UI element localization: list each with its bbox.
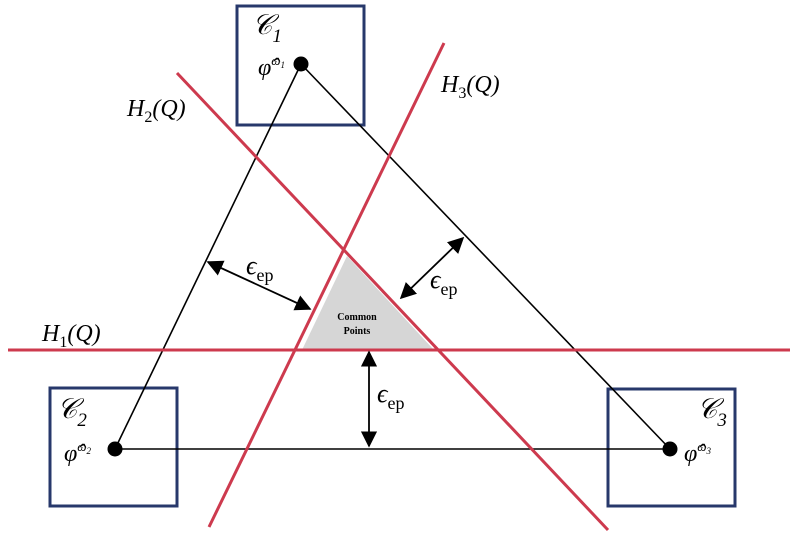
centroid-3-label: φ̂ω3 (684, 439, 711, 467)
common-points-label-line2: Points (344, 326, 371, 337)
cluster-1-box (235, 4, 366, 127)
cluster-2-label: 𝒞2 (57, 394, 87, 431)
common-points-label-line1: Common (337, 312, 377, 323)
epsilon-label-left: ϵep (246, 251, 273, 285)
hyperplane-2-line (175, 71, 610, 532)
hyperplane-3-label: H3(Q) (440, 72, 500, 102)
centroid-2-point (107, 441, 123, 457)
epsilon-label-right: ϵep (430, 265, 457, 299)
cluster-1-label: 𝒞1 (252, 10, 282, 47)
epsilon-arrow-right (399, 236, 465, 300)
edge-1-3 (300, 63, 671, 450)
edge-1-2 (114, 63, 302, 450)
cluster-3-box (606, 387, 737, 508)
hyperplane-2-label: H2(Q) (126, 96, 186, 126)
centroid-1-label: φ̂ω1 (258, 53, 285, 81)
centroid-3-point (662, 441, 678, 457)
centroid-1-point (293, 56, 309, 72)
epsilon-arrow-left (206, 260, 312, 311)
epsilon-label-bottom: ϵep (377, 379, 404, 413)
centroid-2-label: φ̂ω2 (64, 439, 91, 467)
common-points-region (302, 256, 434, 350)
hyperplane-1-label: H1(Q) (41, 321, 101, 351)
hyperplane-3-line (207, 42, 446, 528)
cluster-2-box (48, 386, 179, 508)
cluster-3-label: 𝒞3 (697, 394, 727, 431)
